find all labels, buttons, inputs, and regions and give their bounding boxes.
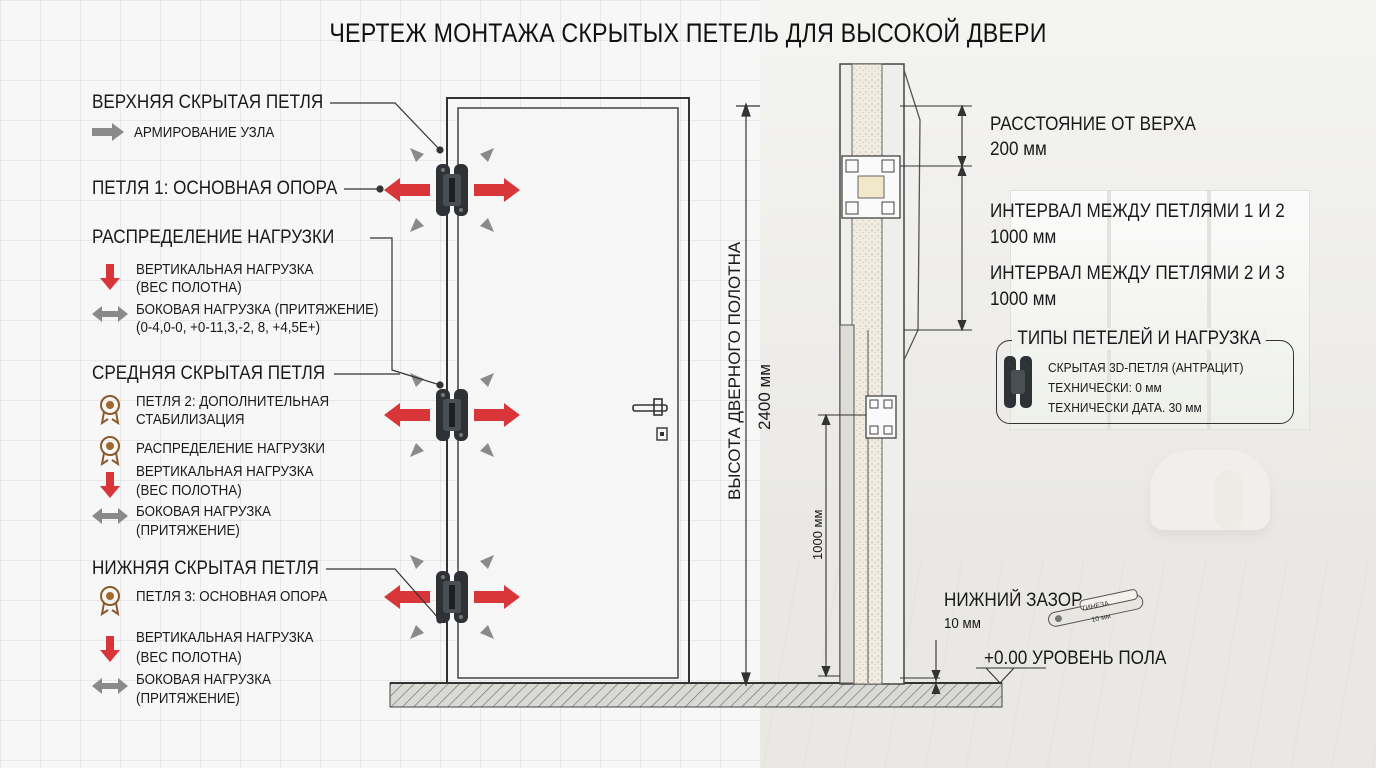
leader-top-hinge <box>330 102 441 151</box>
interval-2-3-value: 1000 мм <box>990 289 1057 310</box>
door-height-value: 2400 мм <box>755 364 774 430</box>
floor-level-label: +0.00 УРОВЕНЬ ПОЛА <box>984 648 1167 669</box>
legend-hinge-type: СКРЫТАЯ 3D-ПЕТЛЯ (АНТРАЦИТ) <box>1048 360 1244 375</box>
vase <box>1335 420 1357 466</box>
load-distribution-heading: РАСПРЕДЕЛЕНИЕ НАГРУЗКИ <box>92 227 335 248</box>
lateral-load-3: БОКОВАЯ НАГРУЗКА <box>136 672 271 688</box>
reinforcement-label: АРМИРОВАНИЕ УЗЛА <box>134 125 275 141</box>
top-hinge-heading: ВЕРХНЯЯ СКРЫТАЯ ПЕТЛЯ <box>92 92 324 113</box>
lateral-load-2: БОКОВАЯ НАГРУЗКА <box>136 504 271 520</box>
hinge3-label: ПЕТЛЯ 3: ОСНОВНАЯ ОПОРА <box>136 589 328 605</box>
interval-2-3-label: ИНТЕРВАЛ МЕЖДУ ПЕТЛЯМИ 2 И 3 <box>990 263 1285 284</box>
hinge2-label-b: СТАБИЛИЗАЦИЯ <box>136 412 245 428</box>
hinge1-label: ПЕТЛЯ 1: ОСНОВНАЯ ОПОРА <box>92 178 338 199</box>
distribution-label: РАСПРЕДЕЛЕНИЕ НАГРУЗКИ <box>136 441 326 457</box>
vertical-load-1: ВЕРТИКАЛЬНАЯ НАГРУЗКА <box>136 262 314 278</box>
top-distance-value: 200 мм <box>990 139 1047 160</box>
feeler-gauge <box>1048 589 1144 627</box>
bottom-gap-value: 10 мм <box>944 616 981 632</box>
door-section <box>839 63 921 685</box>
lateral-load-3b: (ПРИТЯЖЕНИЕ) <box>136 691 240 707</box>
door-handle-rose <box>653 398 663 416</box>
floor-hatch <box>389 682 1003 708</box>
middle-hinge-heading: СРЕДНЯЯ СКРЫТАЯ ПЕТЛЯ <box>92 363 326 384</box>
legend-title: ТИПЫ ПЕТЕЛЕЙ И НАГРУЗКА <box>1012 328 1267 350</box>
vertical-load-2: ВЕРТИКАЛЬНАЯ НАГРУЗКА <box>136 464 314 480</box>
legend-tech-1: ТЕХНИЧЕСКИ: 0 мм <box>1048 380 1162 395</box>
door-handle <box>632 404 668 412</box>
leader-bottom-hinge <box>326 568 441 621</box>
legend-hinge-icon <box>1004 356 1032 408</box>
legend-tech-2: ТЕХНИЧЕСКИ ДАТА. 30 мм <box>1048 400 1202 415</box>
door-lock <box>656 427 668 441</box>
legend-icons <box>92 123 128 694</box>
interval-1-2-value: 1000 мм <box>990 227 1057 248</box>
leader-load <box>370 237 441 386</box>
vertical-load-3b: (ВЕС ПОЛОТНА) <box>136 650 242 666</box>
bottom-hinge-heading: НИЖНЯЯ СКРЫТАЯ ПЕТЛЯ <box>92 558 319 579</box>
door-height-label: ВЫСОТА ДВЕРНОГО ПОЛОТНА <box>725 241 744 500</box>
page-title: ЧЕРТЕЖ МОНТАЖА СКРЫТЫХ ПЕТЕЛЬ ДЛЯ ВЫСОКО… <box>329 18 1047 48</box>
hinge2-label: ПЕТЛЯ 2: ДОПОЛНИТЕЛЬНАЯ <box>136 394 330 410</box>
vertical-load-2b: (ВЕС ПОЛОТНА) <box>136 483 242 499</box>
bottom-gap-label: НИЖНИЙ ЗАЗОР <box>944 590 1083 611</box>
top-distance-label: РАССТОЯНИЕ ОТ ВЕРХА <box>990 114 1196 135</box>
vase <box>1215 470 1243 530</box>
armchair <box>1150 450 1270 530</box>
lateral-load-2b: (ПРИТЯЖЕНИЕ) <box>136 523 240 539</box>
lateral-load-1b: (0-4,0-0, +0-11,3,-2, 8, +4,5E+) <box>136 320 321 336</box>
mid-dimension-label: 1000 мм <box>810 510 825 560</box>
room-window <box>1010 190 1310 430</box>
door-leaf <box>457 107 679 679</box>
gauge-size: 10 мм <box>1091 613 1112 624</box>
vertical-load-3: ВЕРТИКАЛЬНАЯ НАГРУЗКА <box>136 630 314 646</box>
vertical-load-1b: (ВЕС ПОЛОТНА) <box>136 280 242 296</box>
lateral-load-1: БОКОВАЯ НАГРУЗКА (ПРИТЯЖЕНИЕ) <box>136 302 379 318</box>
interval-1-2-label: ИНТЕРВАЛ МЕЖДУ ПЕТЛЯМИ 1 И 2 <box>990 201 1285 222</box>
